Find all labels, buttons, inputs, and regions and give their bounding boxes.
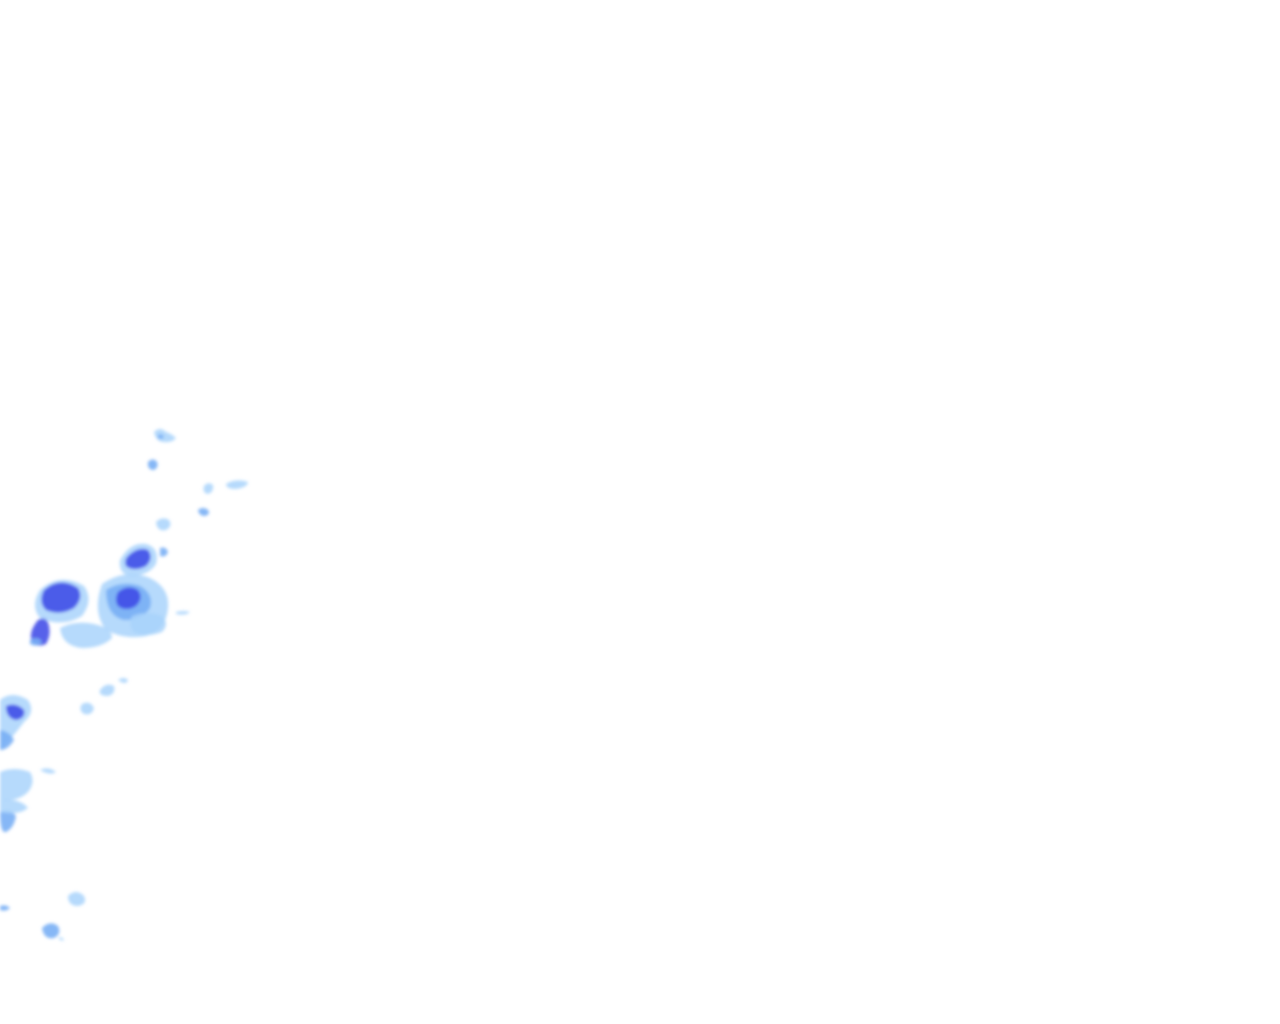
radar-echo-cluster-upper [119,543,168,576]
radar-echo-scatter-bottom [0,892,86,941]
radar-echo-cluster-top [147,429,248,531]
radar-echo-cluster-left-edge [0,695,56,833]
radar-echo-cluster-main-left [30,579,89,646]
radar-echo-cluster-main-center [60,574,190,648]
radar-echo-scatter-mid [80,678,128,715]
